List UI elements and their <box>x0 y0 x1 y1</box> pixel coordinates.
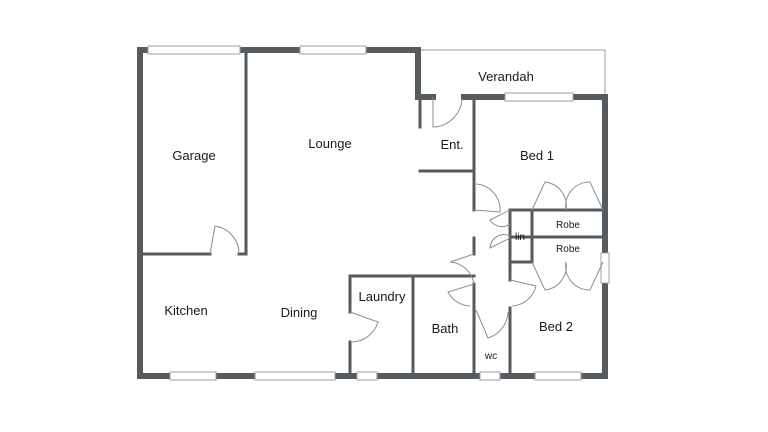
robe2-label: Robe <box>556 244 580 255</box>
bed2-label: Bed 2 <box>539 319 573 334</box>
windows <box>147 45 610 381</box>
dining-label: Dining <box>281 305 318 320</box>
entry-label: Ent. <box>440 137 463 152</box>
interior-walls <box>140 51 605 376</box>
kitchen-label: Kitchen <box>164 303 207 318</box>
bed1-label: Bed 1 <box>520 148 554 163</box>
room-labels: Verandah Garage Lounge Ent. Bed 1 Robe l… <box>164 69 580 362</box>
laundry-label: Laundry <box>359 289 406 304</box>
verandah-outline <box>420 49 606 95</box>
door-swings <box>209 97 604 343</box>
bath-label: Bath <box>432 321 459 336</box>
robe1-label: Robe <box>556 220 580 231</box>
lounge-label: Lounge <box>308 136 351 151</box>
garage-label: Garage <box>172 148 215 163</box>
linen-label: lin <box>515 232 525 243</box>
verandah-label: Verandah <box>478 69 534 84</box>
wc-label: wc <box>484 351 497 362</box>
